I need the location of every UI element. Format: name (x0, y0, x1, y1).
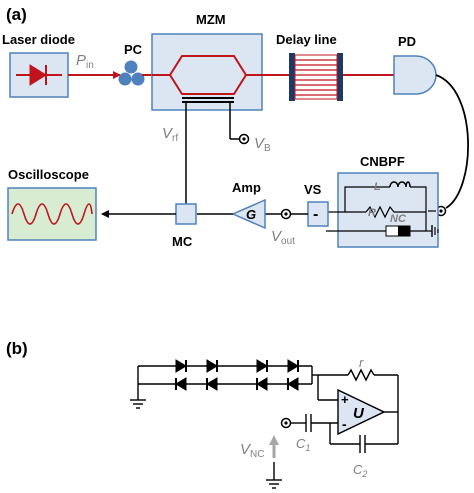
microwave-coupler (175, 203, 197, 225)
pc-label: PC (124, 42, 143, 57)
nc-label: NC (390, 213, 407, 225)
cnbpf-label: CNBPF (360, 154, 405, 169)
oscilloscope-label: Oscilloscope (8, 167, 89, 182)
diode-row-top (175, 359, 299, 373)
resistor-label: R (368, 207, 376, 219)
v-nc-label: VNC (240, 441, 264, 460)
inductor-label: L (374, 181, 381, 193)
opamp-plus: + (341, 392, 349, 407)
mc-label: MC (172, 234, 193, 249)
amplifier (231, 198, 266, 230)
delay-line-spool (289, 53, 343, 101)
mzm-label: MZM (196, 12, 226, 27)
laser-diode-label: Laser diode (2, 32, 75, 47)
bias-terminal (238, 133, 250, 145)
photodetector (393, 55, 437, 95)
panel-a-label: (a) (6, 5, 27, 24)
v-out-terminal (280, 208, 292, 220)
oscilloscope (7, 187, 97, 241)
v-nc-terminal (280, 417, 292, 429)
opamp-wiring (266, 368, 399, 489)
polarization-controller (118, 60, 145, 86)
opamp (337, 388, 386, 436)
delay-line-label: Delay line (276, 32, 337, 47)
laser-diode (9, 52, 69, 98)
mzm-modulator (151, 33, 263, 111)
wire-pd-to-filter (435, 74, 469, 209)
v-b-label: VB (254, 135, 271, 154)
diode-row-bottom (175, 377, 299, 391)
vs-symbol: - (313, 206, 318, 223)
cnbpf-filter (326, 172, 439, 248)
c1-label: C1 (296, 436, 310, 453)
vs-label: VS (304, 182, 322, 197)
amp-label: Amp (232, 180, 261, 195)
opamp-minus: - (342, 416, 347, 432)
v-rf-label: Vrf (162, 125, 178, 144)
diode-bridge (130, 365, 313, 409)
r-label: r (359, 355, 364, 370)
pd-label: PD (398, 34, 416, 49)
c2-label: C2 (353, 462, 367, 479)
p-in-label: Pin (76, 52, 94, 71)
panel-b-label: (b) (6, 339, 28, 358)
v-out-label: Vout (271, 228, 295, 247)
amp-gain-symbol: G (246, 207, 256, 222)
opamp-label: U (353, 405, 365, 422)
